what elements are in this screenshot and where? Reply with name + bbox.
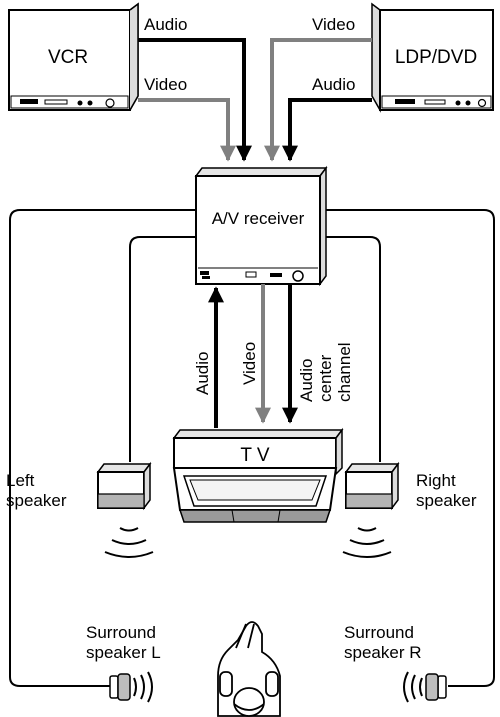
right-speaker-label-2: speaker (416, 491, 477, 510)
vcr-video-line (138, 98, 236, 162)
source-signal-lines (138, 38, 372, 162)
surround-left-label-1: Surround (86, 623, 156, 642)
vcr-label: VCR (48, 47, 88, 68)
speaker-wiring (9, 209, 495, 687)
receiver-label: A/V receiver (212, 209, 305, 228)
left-speaker (96, 461, 154, 558)
surround-right-label-2: speaker R (344, 643, 421, 662)
right-speaker (342, 461, 400, 558)
vcr-audio-line (138, 38, 252, 162)
surround-left-label-2: speaker L (86, 643, 161, 662)
ldp-video-line (264, 38, 372, 162)
vcr-device: VCR (8, 2, 139, 111)
wire-surround-left (9, 209, 196, 687)
ldp-audio-label: Audio (312, 75, 355, 94)
tv-video-label: Video (240, 342, 259, 385)
listener-figure (217, 621, 281, 717)
surround-speaker-right (403, 671, 447, 703)
wire-front-right (320, 236, 381, 462)
ldp-dvd-label: LDP/DVD (395, 47, 477, 68)
ldp-audio-line (282, 98, 372, 162)
left-speaker-label-2: speaker (6, 491, 67, 510)
vcr-audio-label: Audio (144, 15, 187, 34)
tv-center-label-1: Audio (297, 359, 316, 402)
tv-audio-label: Audio (193, 352, 212, 395)
tv-signal-lines (208, 284, 298, 428)
vcr-video-label: Video (144, 75, 187, 94)
tv-center-label-2: center (316, 354, 335, 402)
wire-surround-right (320, 209, 495, 687)
surround-speaker-left (109, 671, 153, 703)
tv-device: T V (172, 427, 344, 523)
tv-label: T V (240, 445, 270, 466)
av-receiver: A/V receiver (194, 165, 328, 287)
ldp-dvd-device: LDP/DVD (371, 2, 494, 113)
left-speaker-label-1: Left (6, 471, 35, 490)
ldp-video-label: Video (312, 15, 355, 34)
surround-right-label-1: Surround (344, 623, 414, 642)
right-speaker-label-1: Right (416, 471, 456, 490)
tv-center-label-3: channel (335, 342, 354, 402)
wire-front-left (129, 236, 196, 462)
